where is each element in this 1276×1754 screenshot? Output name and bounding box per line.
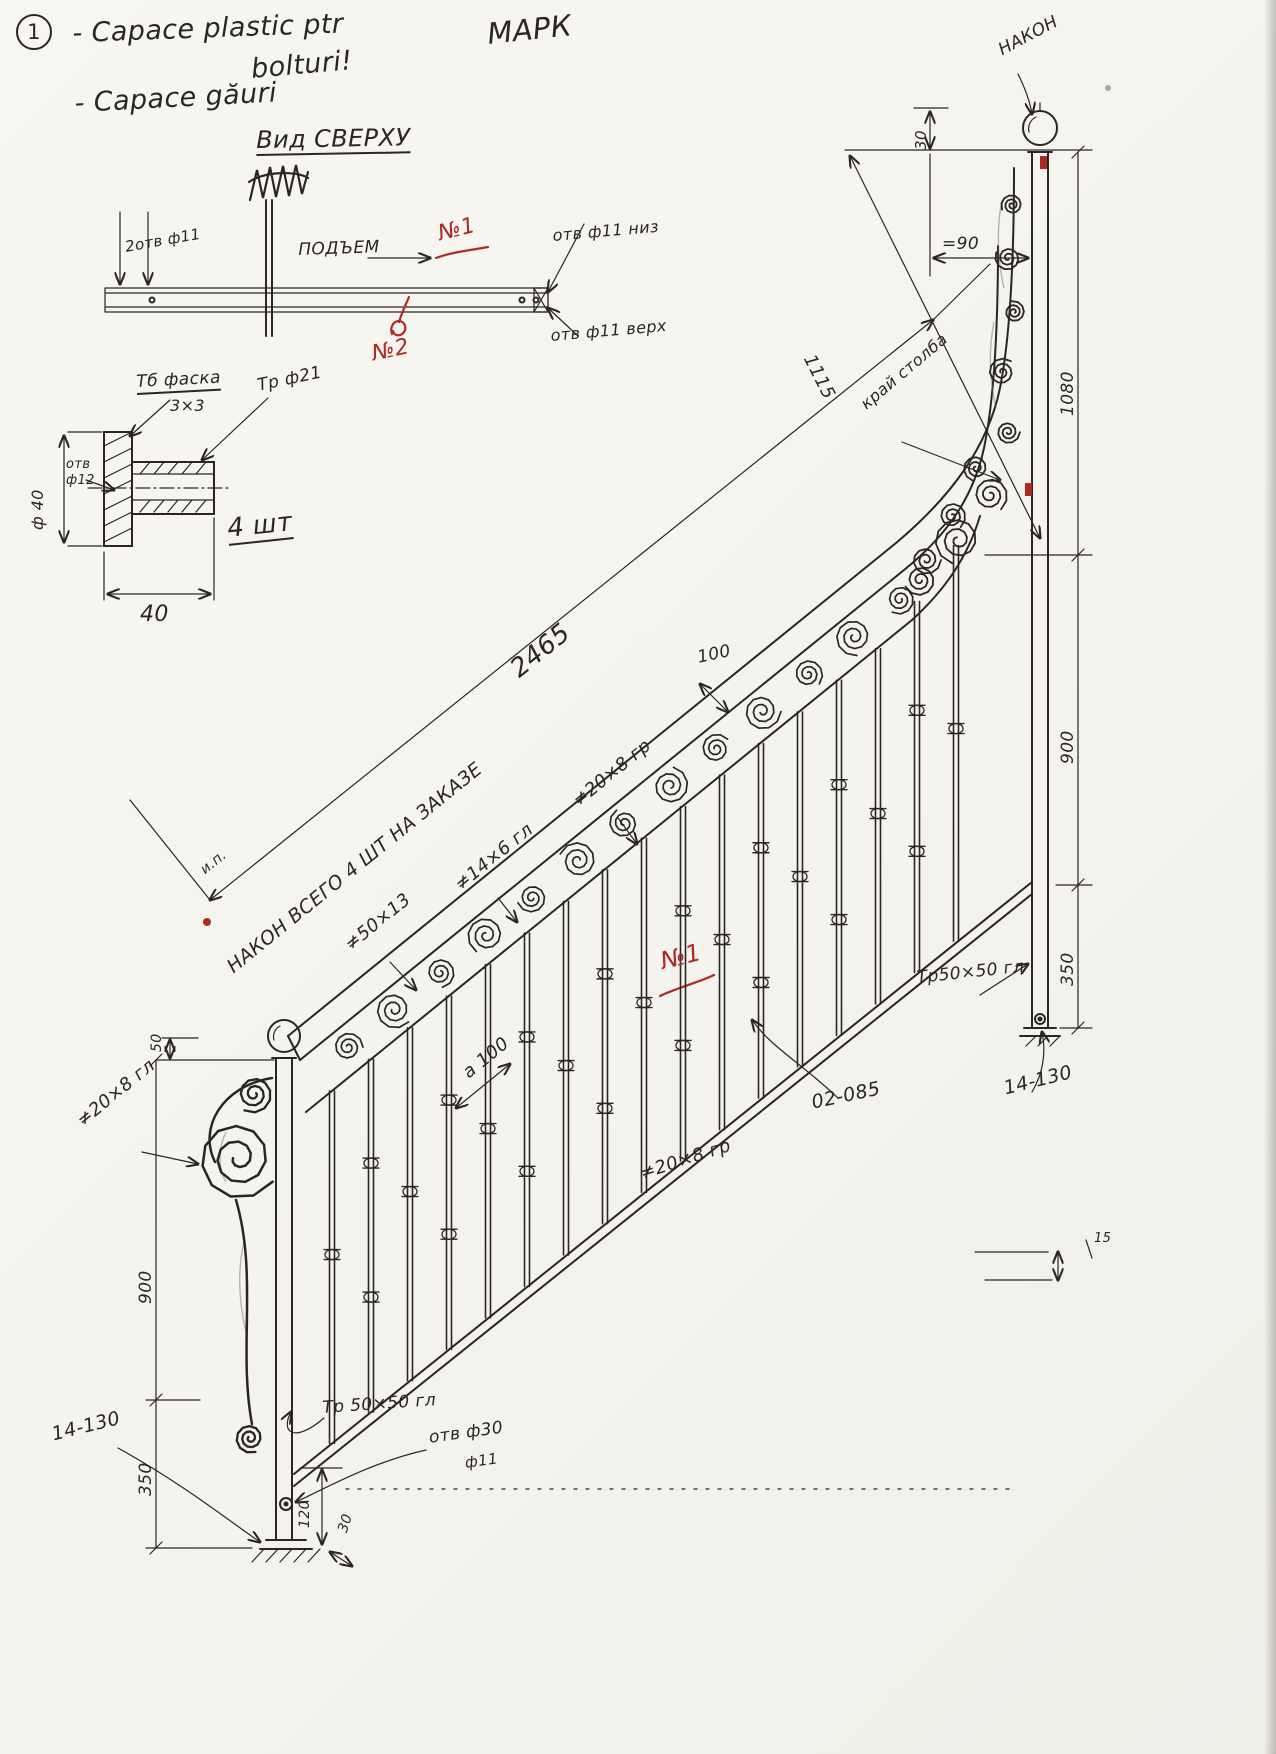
dim-120: 120: [297, 1500, 313, 1528]
dim-900-right: 900: [1058, 730, 1078, 764]
right-post: [1027, 151, 1053, 1029]
plan-view: [104, 164, 585, 337]
dim-350-right: 350: [1058, 952, 1078, 986]
plan-rise-label: ПОДЪЕМ: [297, 237, 381, 260]
detail-hole-label-2: ф12: [66, 473, 95, 488]
balusters-and-scrolls: [201, 194, 1025, 1454]
red-marks: [203, 156, 1047, 998]
dim-900-left: 900: [136, 1270, 156, 1304]
left-ball-finial: [267, 1019, 301, 1053]
dim-1080: 1080: [1058, 371, 1078, 416]
dim-50-left: 50: [149, 1033, 165, 1052]
dimension-lines: [117, 73, 1093, 1566]
left-anchor-bolt: [279, 1497, 293, 1511]
left-post-base: [259, 1539, 313, 1550]
detail-diameter-label: ф 40: [28, 489, 47, 530]
bottom-rail: [293, 881, 1033, 1487]
plan-title: Вид СВЕРХУ: [255, 123, 411, 156]
detail-width-dim: 40: [140, 602, 169, 627]
right-post-base: [1019, 1027, 1061, 1037]
hole-30b-label: ф11: [463, 1449, 500, 1472]
pencil-shading: [219, 85, 1111, 1333]
mark-label: МАРК: [485, 8, 574, 51]
dim-90: =90: [942, 234, 980, 254]
detail-hole-label-1: отв: [66, 457, 91, 472]
cap-detail: [64, 397, 269, 601]
wall-scribble: [247, 164, 310, 202]
dim-15: 15: [1094, 1231, 1112, 1246]
right-anchor-bolt: [1034, 1013, 1046, 1025]
item-number: 1: [16, 14, 52, 50]
left-post: [271, 1057, 297, 1541]
dim-350-left: 350: [136, 1462, 156, 1496]
detail-chamfer-label: Тб фаска: [136, 368, 222, 395]
detail-chamfer-size: 3×3: [170, 396, 205, 415]
dim-30-top: 30: [912, 130, 930, 150]
